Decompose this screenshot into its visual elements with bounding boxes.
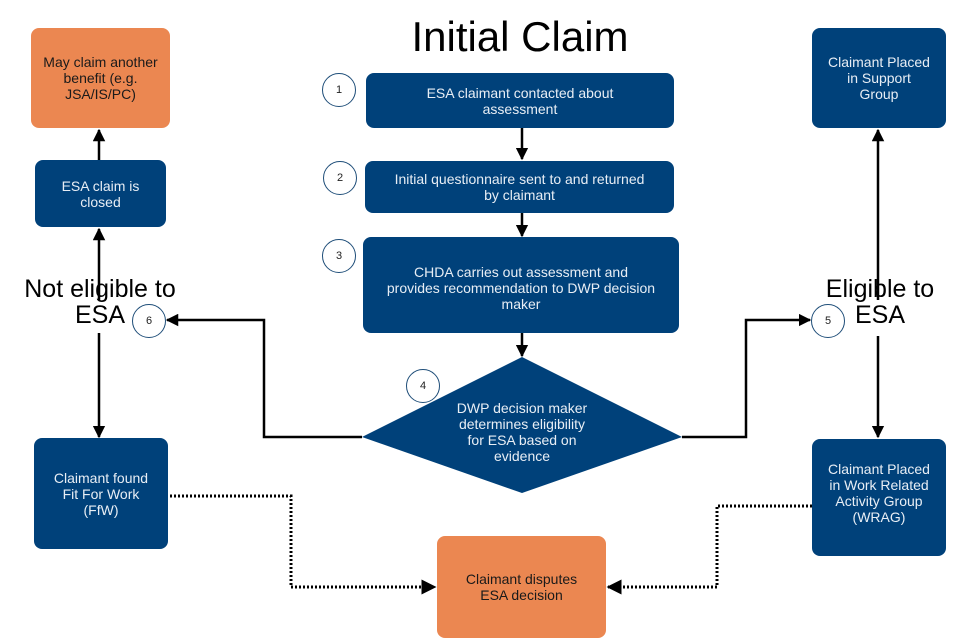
decision-diamond <box>362 357 682 493</box>
eligible-label: Eligible to ESA <box>825 275 935 329</box>
not-eligible-label: Not eligible to ESA <box>24 275 176 329</box>
wrag-box: Claimant Placed in Work Related Activity… <box>812 439 946 556</box>
arrow-to-not-eligible <box>165 313 362 439</box>
another-benefit-box: May claim another benefit (e.g. JSA/IS/P… <box>31 28 170 128</box>
dispute-box: Claimant disputes ESA decision <box>437 536 606 638</box>
step-3-box: CHDA carries out assessment and provides… <box>363 237 679 333</box>
claim-closed-box: ESA claim is closed <box>35 160 166 227</box>
step-6-number-badge: 6 <box>132 304 166 338</box>
step-5-number-badge: 5 <box>811 304 845 338</box>
step-4-decision-text: DWP decision maker determines eligibilit… <box>456 400 588 464</box>
fit-for-work-box: Claimant found Fit For Work (FfW) <box>34 438 168 549</box>
dotted-wrag-to-dispute <box>606 504 812 595</box>
arrow-to-eligible <box>682 313 812 439</box>
step-1-box: ESA claimant contacted about assessment <box>366 73 674 128</box>
step-2-box: Initial questionnaire sent to and return… <box>365 161 674 213</box>
step-2-number-badge: 2 <box>323 161 357 195</box>
diagram-title: Initial Claim <box>411 13 629 60</box>
step-3-number-badge: 3 <box>322 239 356 273</box>
step-4-number-badge: 4 <box>406 369 440 403</box>
support-group-box: Claimant Placed in Support Group <box>812 28 946 128</box>
step-1-number-badge: 1 <box>322 73 356 107</box>
dotted-ffw-to-dispute <box>170 494 437 595</box>
